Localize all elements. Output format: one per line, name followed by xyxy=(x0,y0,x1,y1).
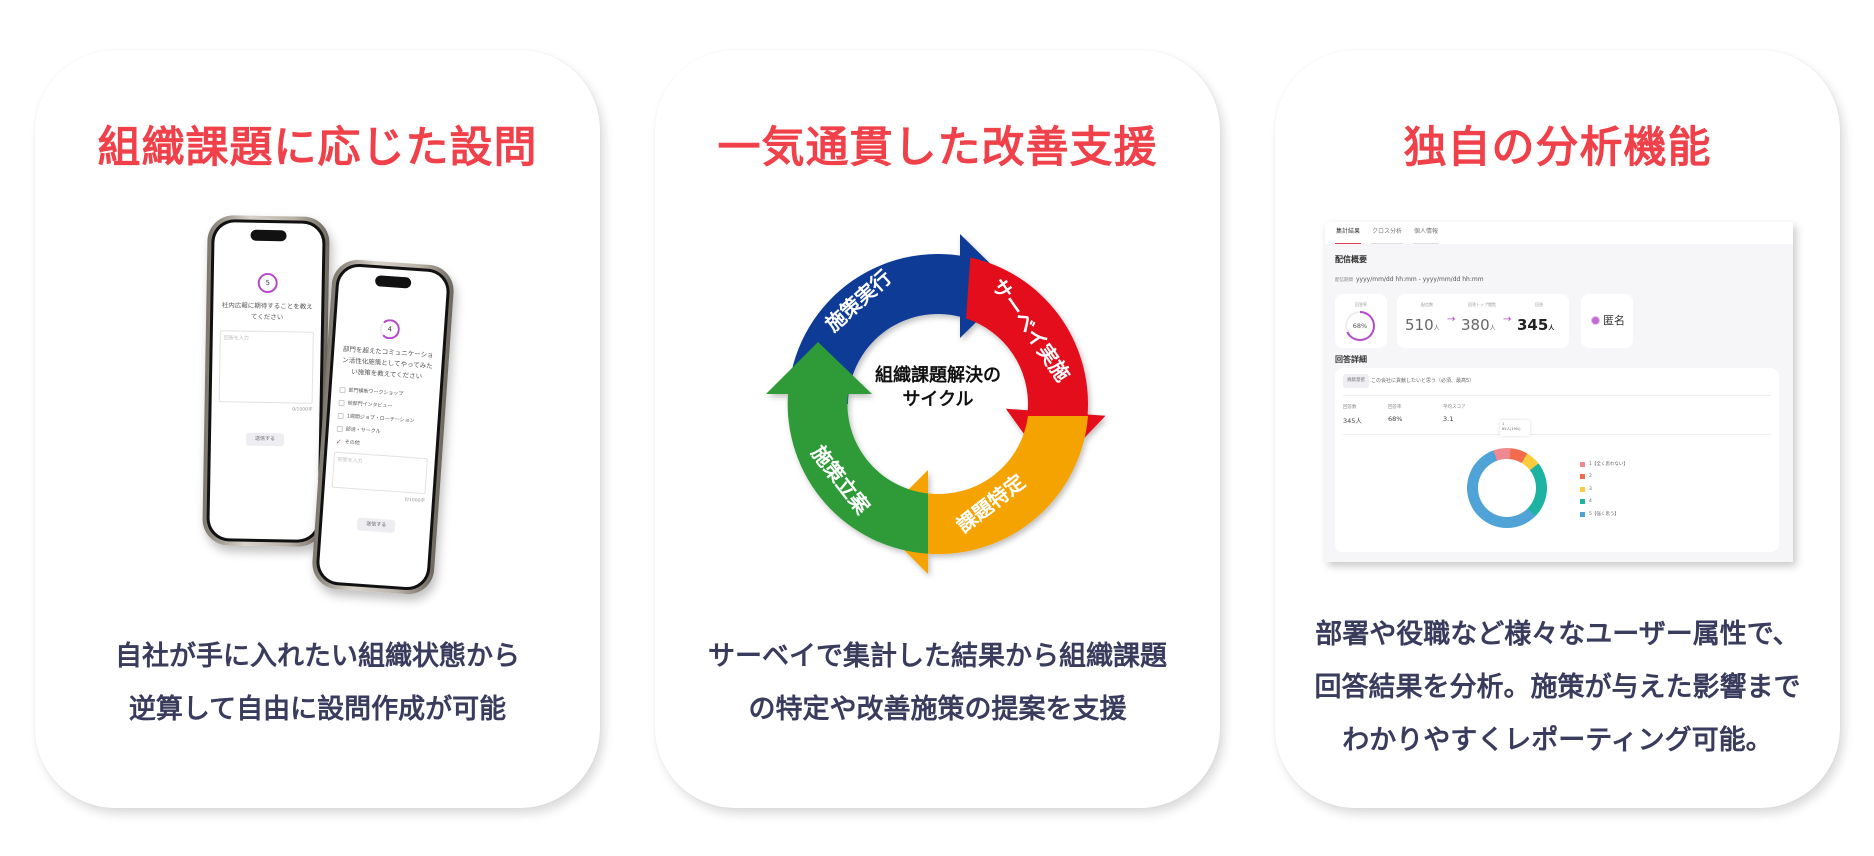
legend-item[interactable]: 5【強く思う】 xyxy=(1580,508,1628,521)
anonymous-icon xyxy=(1591,315,1600,325)
char-count: 0/1000字 xyxy=(404,497,426,505)
answer-textarea[interactable]: 回答を入力 xyxy=(331,451,428,495)
char-count: 0/1000字 xyxy=(292,407,313,413)
delivered-count: 510人 xyxy=(1405,316,1440,334)
tab-personal-info[interactable]: 個人情報 xyxy=(1413,222,1440,244)
cycle-center-label: 組織課題解決の サイクル xyxy=(875,365,1001,410)
legend-swatch-icon xyxy=(1580,499,1585,505)
response-rate-value: 68% xyxy=(1352,322,1368,330)
checkbox-icon xyxy=(338,399,345,406)
legend-item[interactable]: 2 xyxy=(1580,471,1628,484)
dynamic-island xyxy=(250,229,287,242)
legend-item[interactable]: 1【全く思わない】 xyxy=(1580,458,1628,471)
option-checkbox[interactable]: 部活・サークル xyxy=(336,425,381,435)
feature-card-question-design: 組織課題に応じた設問 5 社内広報に期待することを教えてください 回答を入力 0… xyxy=(35,50,600,808)
divider xyxy=(1343,434,1771,435)
answered-count: 345人 xyxy=(1517,316,1555,334)
card-description: サーベイで集計した結果から組織課題 の特定や改善施策の提案を支援 xyxy=(708,641,1167,725)
response-rate-ring xyxy=(1345,311,1375,341)
feature-card-improvement-support: 一気通貫した改善支援 施策実行 サーベイ実施 xyxy=(655,50,1220,808)
checkbox-icon xyxy=(339,386,346,393)
cycle-diagram: 施策実行 サーベイ実施 課題特定 施策立案 組織課題解決の サイクル xyxy=(755,214,1121,580)
tab-cross-analysis[interactable]: クロス分析 xyxy=(1371,222,1404,244)
option-checkbox[interactable]: 部門横断ワークショップ xyxy=(339,386,404,397)
legend-swatch-icon xyxy=(1580,486,1585,492)
question-text: 社内広報に期待することを教えてください xyxy=(221,301,313,322)
section-heading-overview: 配信概要 xyxy=(1335,255,1367,264)
arrow-right-icon: → xyxy=(1447,314,1456,325)
dynamic-island xyxy=(374,275,412,289)
section-heading-detail: 回答詳細 xyxy=(1335,355,1367,364)
option-checkbox-checked[interactable]: ✓その他 xyxy=(335,437,360,447)
question-category-tag: 貢献意欲 xyxy=(1343,374,1369,388)
tab-summary[interactable]: 集計結果 xyxy=(1335,222,1362,244)
anonymous-card: 匿名 xyxy=(1581,294,1633,348)
checkmark-icon: ✓ xyxy=(335,437,343,446)
legend-swatch-icon xyxy=(1580,461,1585,467)
card-description: 自社が手に入れたい組織状態から 逆算して自由に設問作成が可能 xyxy=(115,641,520,725)
card-title: 組織課題に応じた設問 xyxy=(97,123,538,173)
funnel-card: 配信数 回答トップ閲覧 回答 510人 → 380人 → 345人 xyxy=(1397,294,1569,348)
divider xyxy=(1343,395,1771,396)
card-title: 一気通貫した改善支援 xyxy=(717,123,1158,173)
viewed-count: 380人 xyxy=(1461,316,1496,334)
question-text: 部門を超えたコミュニケーション活性化施策としてやってみたい施策を教えてください xyxy=(342,345,434,381)
send-button[interactable]: 送信する xyxy=(356,517,396,534)
chart-tooltip: 1 65人(19%) xyxy=(1500,420,1530,436)
step-indicator: 4 xyxy=(379,318,401,340)
arrow-right-icon: → xyxy=(1503,314,1512,325)
phone-mockup-question-4: 4 部門を超えたコミュニケーション活性化施策としてやってみたい施策を教えてくださ… xyxy=(310,258,456,596)
checkbox-icon xyxy=(336,425,343,432)
legend-swatch-icon xyxy=(1580,474,1585,480)
checkbox-icon xyxy=(337,412,344,419)
card-description: 部署や役職など様々なユーザー属性で、 回答結果を分析。施策が与えた影響まで わか… xyxy=(1314,619,1801,756)
send-button[interactable]: 送信する xyxy=(245,432,285,447)
legend-item[interactable]: 3 xyxy=(1580,483,1628,496)
option-checkbox[interactable]: 他部門インタビュー xyxy=(338,399,393,410)
question-title: この会社に貢献したいと思う（必須、最高5） xyxy=(1371,378,1475,384)
legend-swatch-icon xyxy=(1580,511,1585,517)
option-checkbox[interactable]: 1週間ジョブ・ローテーション xyxy=(337,412,415,424)
cycle-arrows-icon: 施策実行 サーベイ実施 課題特定 施策立案 xyxy=(766,234,1106,574)
step-indicator: 5 xyxy=(257,272,278,294)
legend-item[interactable]: 4 xyxy=(1580,496,1628,509)
donut-chart[interactable] xyxy=(1467,448,1547,528)
response-rate-card: 回答率 68% xyxy=(1335,294,1387,348)
dashboard-tabs: 集計結果 クロス分析 個人情報 xyxy=(1325,222,1793,244)
answer-textarea[interactable]: 回答を入力 xyxy=(218,330,314,404)
phone-mockup-question-5: 5 社内広報に期待することを教えてください 回答を入力 0/1000字 送信する xyxy=(202,214,330,548)
card-title: 独自の分析機能 xyxy=(1403,123,1712,173)
